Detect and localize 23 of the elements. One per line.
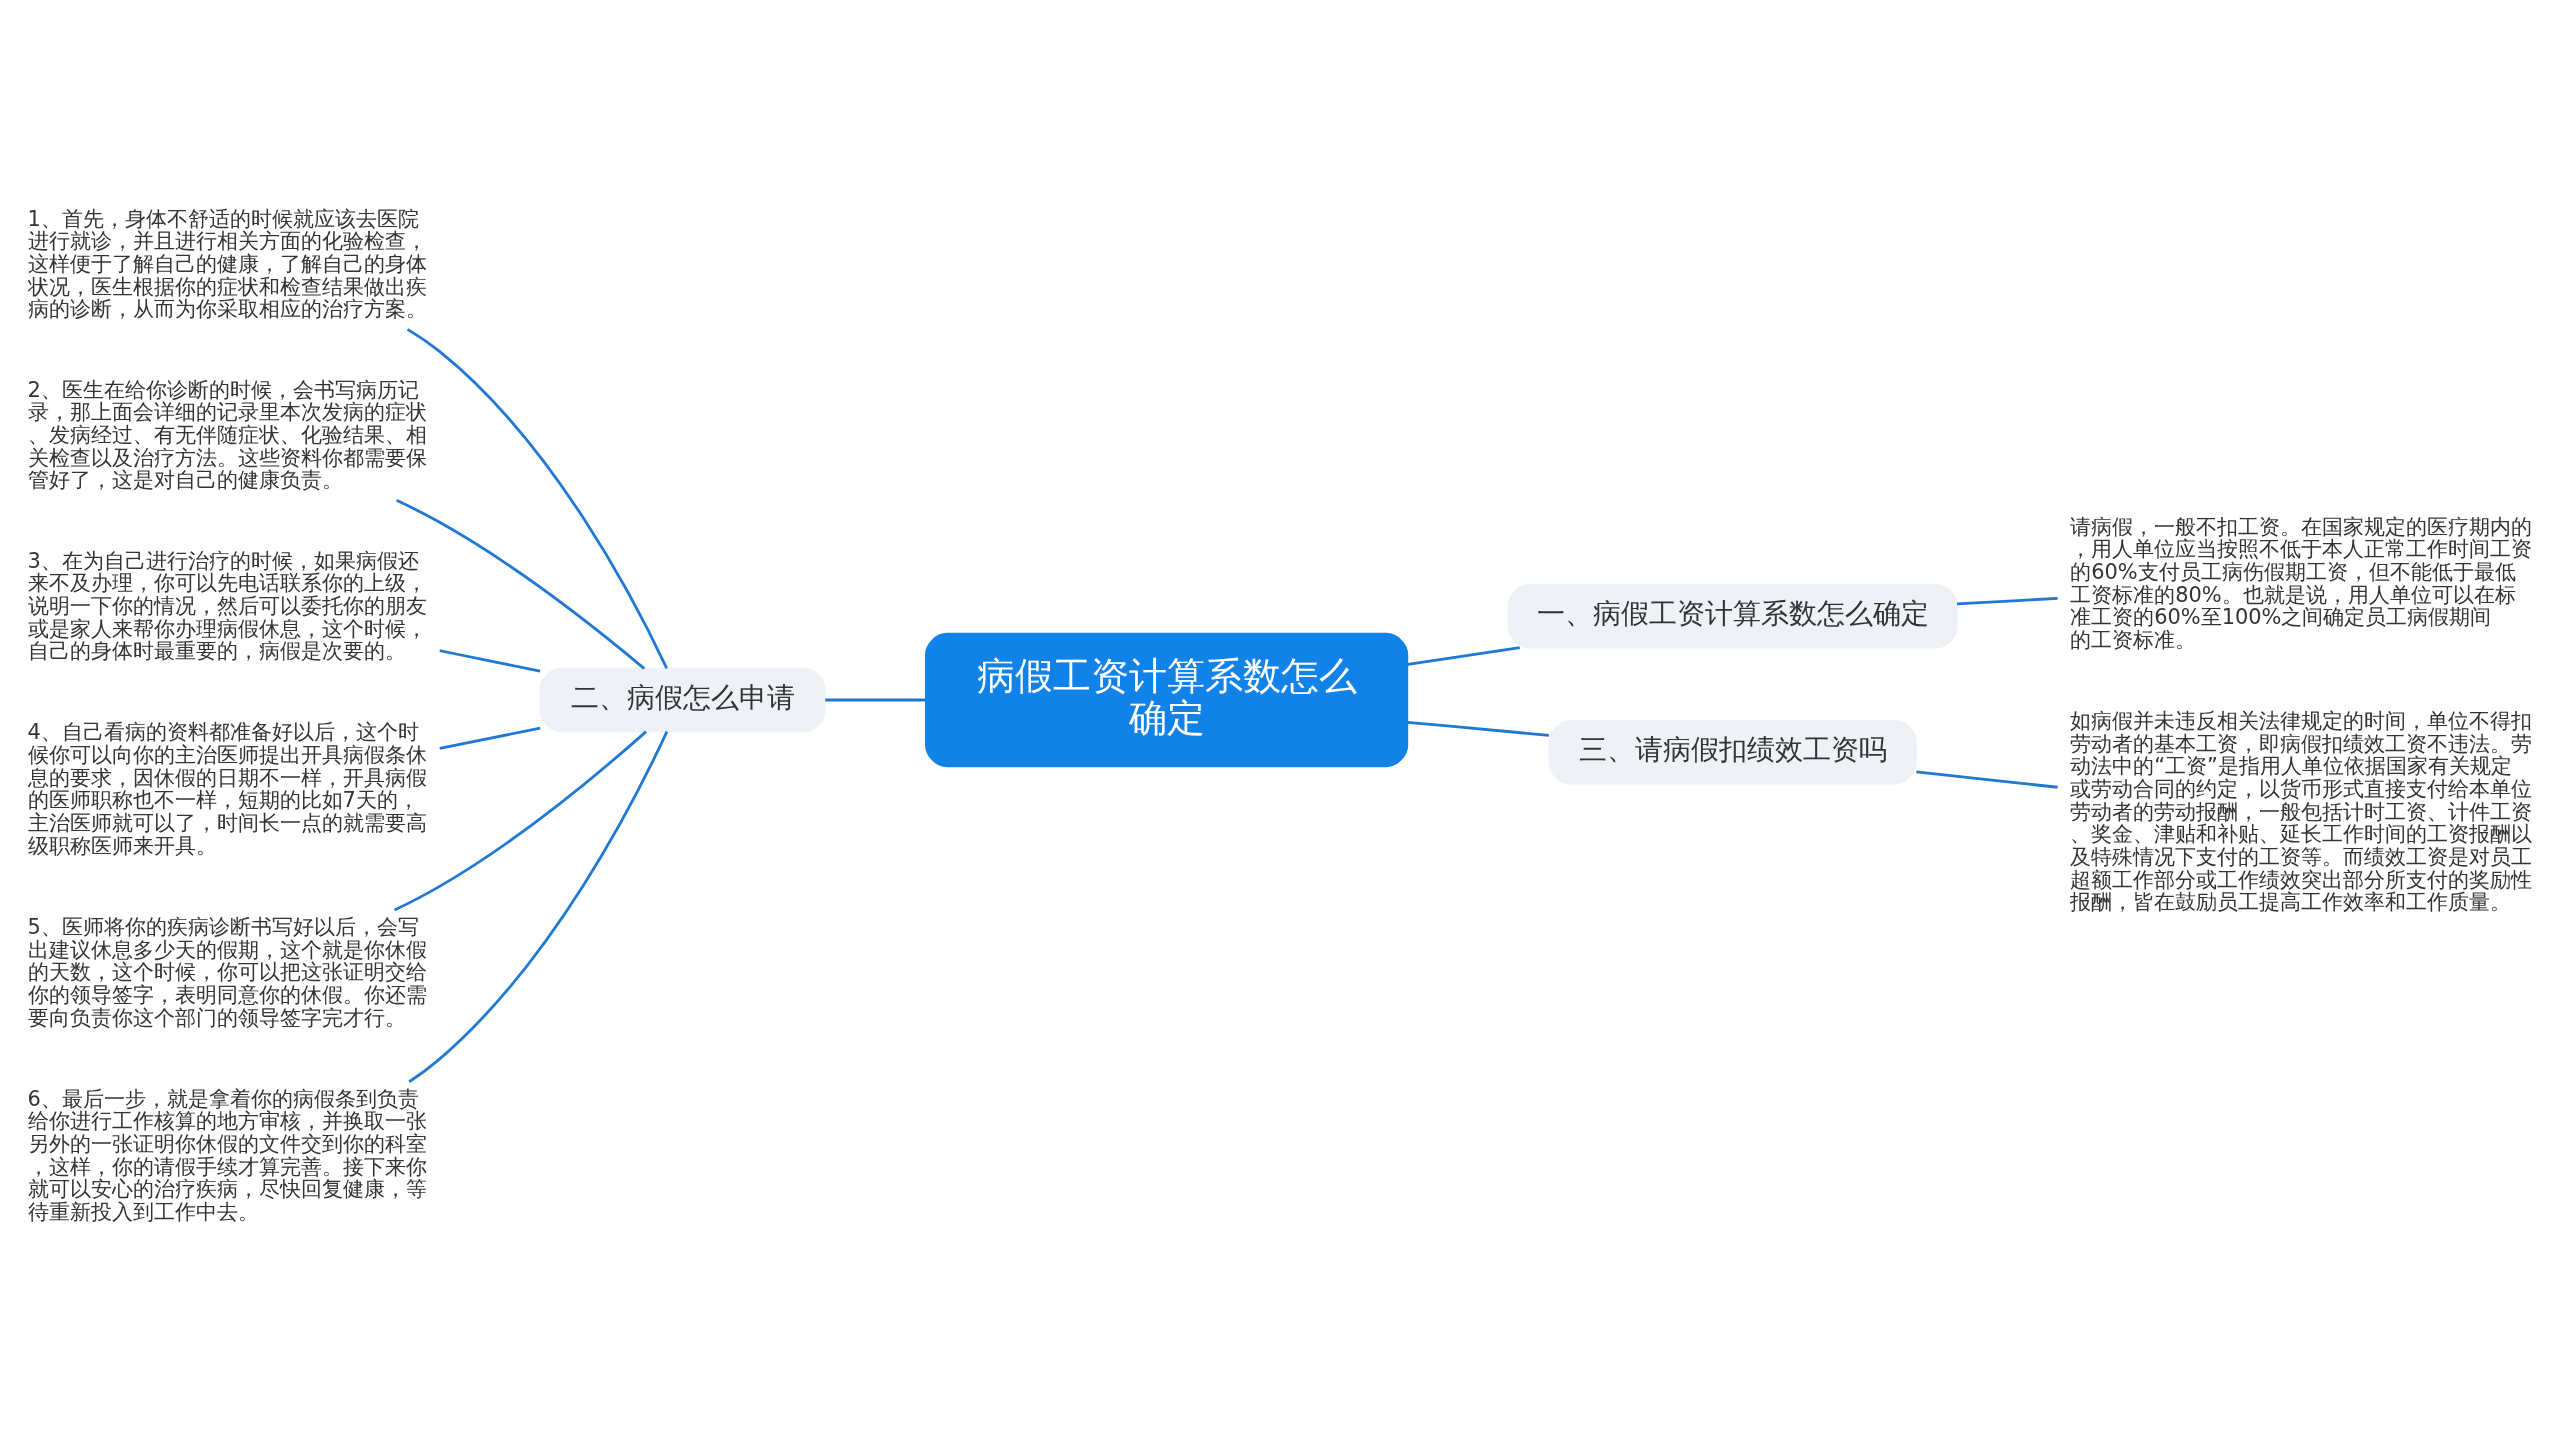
- node-text: 5、医师将你的疾病诊断书写好以后，会写出建议休息多少天的假期，这个就是你休假的天数，这个时候，你可以把这张证明交给你的领导签字，表明同意你的休假。你还需要向负责你这个部门的领导签字完才行。: [27, 914, 427, 1030]
- connector: [1407, 646, 1520, 666]
- connector: [408, 730, 669, 1083]
- connector: [396, 499, 646, 670]
- node-box: 病假工资计算系数怎么确定: [925, 632, 1409, 768]
- connector: [1407, 720, 1549, 737]
- node-text: 3、在为自己进行治疗的时候，如果病假还来不及办理，你可以先电话联系你的上级，说明一下你的情况，然后可以委托你的朋友或是家人来帮你办理病假休息，这个时候，自己的身体时最重要的，病假是次要的。: [27, 548, 427, 664]
- connector: [406, 328, 668, 670]
- node-text: 如病假并未违反相关法律规定的时间，单位不得扣劳动者的基本工资，即病假扣绩效工资不违法。劳动法中的“工资”是指用人单位依据国家有关规定或劳动合同的约定，以货币形式直接支付给本单位劳动者的劳动报酬，一般包括计时工资、计件工资、奖金、津贴和补贴、延长工作时间的工资报酬以及特殊情况下支付的工资等。而绩效工资是对员工超额工作部分或工作绩效突出部分所支付的奖励性报酬，皆在鼓励员工提高工作效率和工作质量。: [2070, 709, 2533, 915]
- connector: [439, 649, 541, 673]
- node-box: 二、病假怎么申请: [539, 667, 826, 733]
- connector: [439, 726, 541, 750]
- node-text: 1、首先，身体不舒适的时候就应该去医院进行就诊，并且进行相关方面的化验检查，这样便于了解自己的健康，了解自己的身体状况，医生根据你的症状和检查结果做出疾病的诊断，从而为你采取相应的治疗方案。: [27, 206, 427, 322]
- connector: [1916, 770, 2058, 789]
- node-text: 6、最后一步，就是拿着你的病假条到负责给你进行工作核算的地方审核，并换取一张另外的一张证明你休假的文件交到你的科室，这样，你的请假手续才算完善。接下来你就可以安心的治疗疾病，尽快回复健康，等待重新投入到工作中去。: [27, 1086, 427, 1225]
- connector: [1956, 596, 2058, 606]
- connector: [393, 730, 648, 912]
- connector: [825, 698, 926, 702]
- node-box: 一、病假工资计算系数怎么确定: [1507, 584, 1958, 649]
- node-box: 三、请病假扣绩效工资吗: [1548, 720, 1917, 785]
- node-text: 4、自己看病的资料都准备好以后，这个时候你可以向你的主治医师提出开具病假条休息的要求，因休假的日期不一样，开具病假的医师职称也不一样，短期的比如7天的，主治医师就可以了，时间长一点的就需要高级职称医师来开具。: [27, 720, 427, 858]
- node-text: 请病假，一般不扣工资。在国家规定的医疗期内的，用人单位应当按照不低于本人正常工作时间工资的60%支付员工病伤假期工资，但不能低于最低工资标准的80%。也就是说，用人单位可以在标准工资的60%至100%之间确定员工病假期间的工资标准。: [2070, 514, 2533, 652]
- node-text: 2、医生在给你诊断的时候，会书写病历记录，那上面会详细的记录里本次发病的症状、发病经过、有无伴随症状、化验结果、相关检查以及治疗方法。这些资料你都需要保管好了，这是对自己的健康负责。: [27, 377, 427, 493]
